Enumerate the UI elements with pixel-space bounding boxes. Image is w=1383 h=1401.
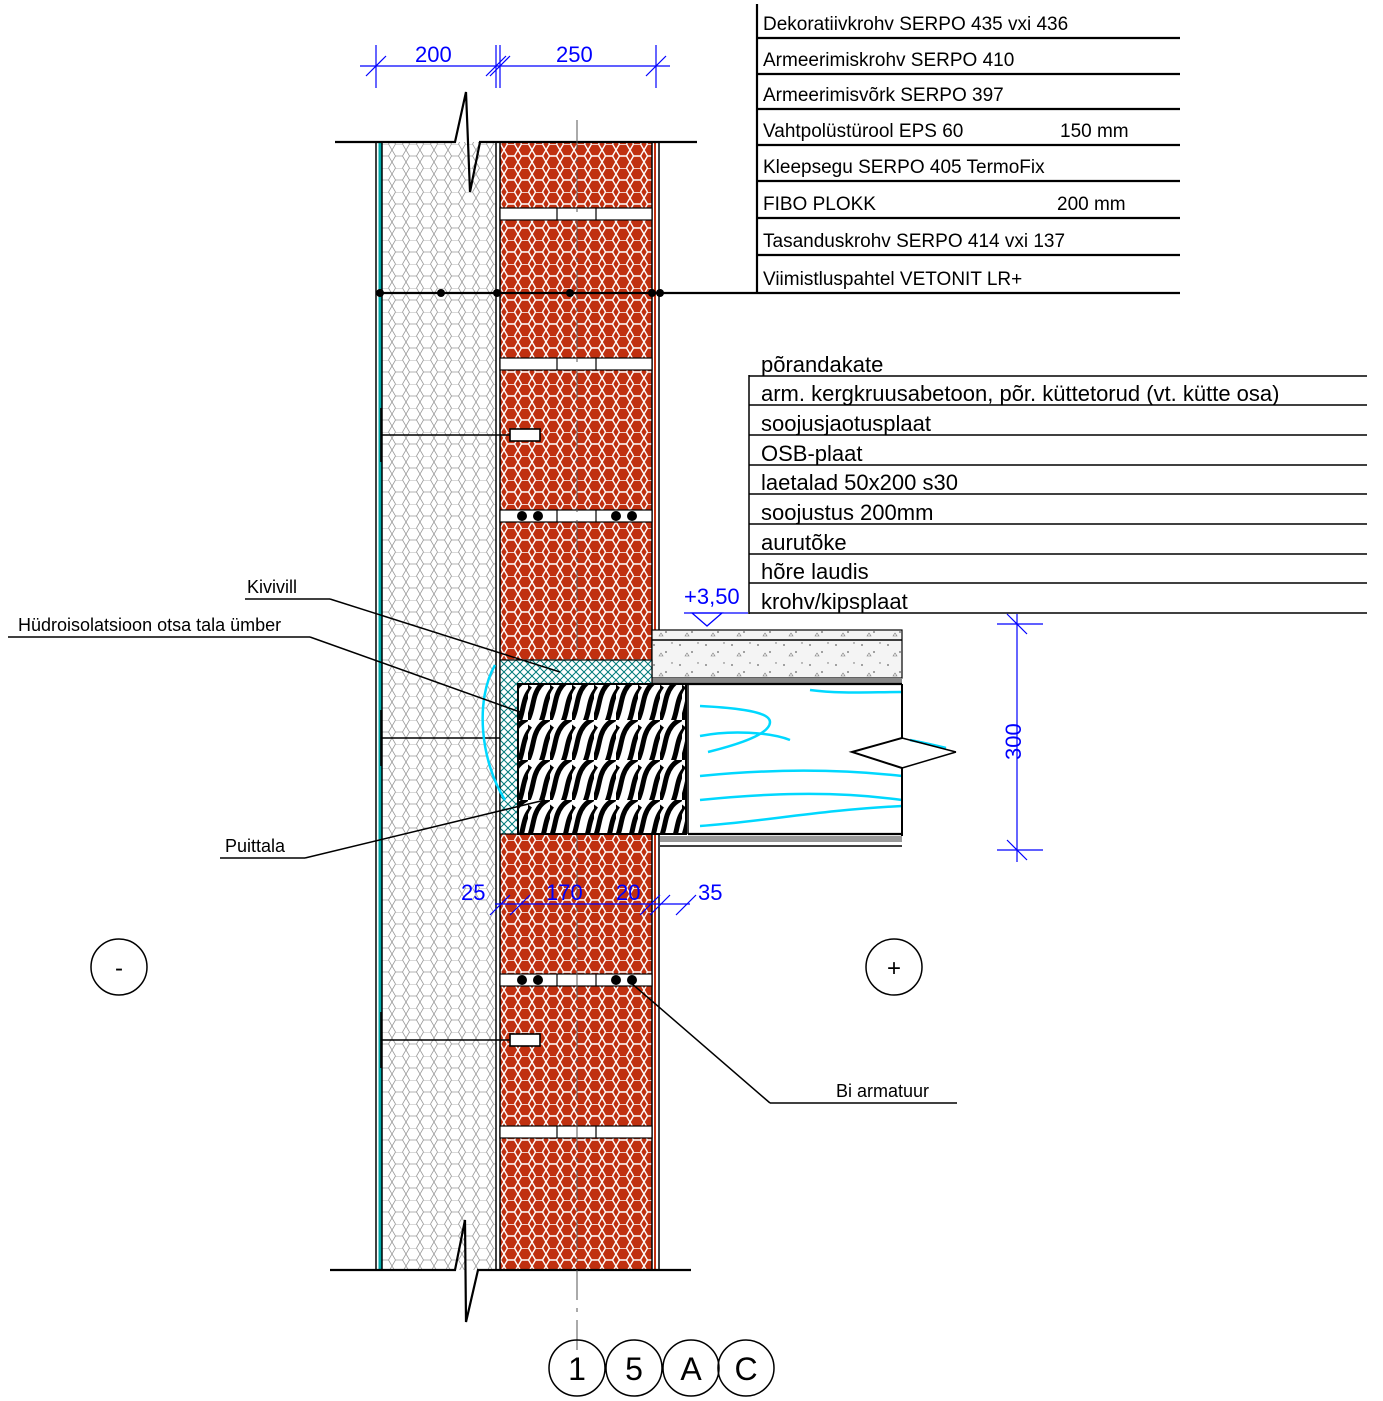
callout-hydroisolatsioon: Hüdroisolatsioon otsa tala ümber — [18, 615, 281, 635]
floor-layer-2: arm. kergkruusabetoon, põr. küttetorud (… — [761, 381, 1279, 406]
floor-layer-4: OSB-plaat — [761, 441, 863, 466]
break-line-bottom — [330, 1219, 691, 1323]
joint-ticks — [556, 208, 597, 1138]
floor-assembly — [481, 612, 957, 847]
dim-35: 35 — [698, 880, 722, 905]
axis-label-2: 5 — [625, 1351, 643, 1387]
osb-board — [652, 678, 902, 684]
callouts: Kivivill Hüdroisolatsioon otsa tala ümbe… — [8, 577, 957, 1104]
axis-bubble-1 — [548, 1339, 606, 1397]
axis-bubble-3 — [662, 1339, 720, 1397]
callout-kivivill: Kivivill — [247, 577, 297, 597]
dim-170: 170 — [546, 880, 583, 905]
axis-bubble-4 — [717, 1339, 775, 1397]
level-marker — [690, 612, 724, 627]
floor-layer-9: krohv/kipsplaat — [761, 589, 908, 614]
joist-break — [848, 684, 903, 836]
dimension-bottom: 25 170 20 35 — [461, 880, 722, 916]
bed-joint-reinforcement — [517, 511, 637, 985]
floor-layers-table: põrandakate arm. kergkruusabetoon, põr. … — [748, 352, 1367, 614]
axis-label-3: A — [680, 1351, 702, 1387]
level-label: +3,50 — [684, 584, 740, 609]
floor-layer-1: põrandakate — [761, 352, 883, 377]
callout-bi-armatuur: Bi armatuur — [836, 1081, 929, 1101]
outside-symbol: - — [115, 955, 123, 982]
spec-fibo-thickness: 200 mm — [1057, 194, 1126, 215]
outside-circle — [90, 938, 148, 996]
spec-layer-3: Armeerimisvõrk SERPO 397 — [763, 85, 1004, 106]
spec-layer-5: Kleepsegu SERPO 405 TermoFix — [763, 157, 1045, 178]
floor-layer-6: soojustus 200mm — [761, 500, 933, 525]
dim-20: 20 — [616, 880, 640, 905]
floor-layer-8: hõre laudis — [761, 559, 869, 584]
axis-label-4: C — [734, 1351, 757, 1387]
floor-layer-7: aurutõke — [761, 530, 847, 555]
dimension-top: 200 250 — [360, 42, 670, 88]
waterproofing-membrane — [481, 664, 507, 801]
dim-250: 250 — [556, 42, 593, 67]
joist-grain — [699, 688, 947, 828]
spec-eps-thickness: 150 mm — [1060, 121, 1129, 142]
dim-300: 300 — [1001, 723, 1026, 760]
inside-symbol: + — [887, 955, 901, 982]
axis-label-1: 1 — [568, 1351, 586, 1387]
dim-200: 200 — [415, 42, 452, 67]
floor-layer-3: soojusjaotusplaat — [761, 411, 931, 436]
ceiling-finish — [660, 836, 902, 842]
spec-layer-4: Vahtpolüstürool EPS 60 — [763, 121, 963, 142]
spec-layer-8: Viimistluspahtel VETONIT LR+ — [763, 269, 1022, 290]
floor-layer-5: laetalad 50x200 s30 — [761, 470, 958, 495]
spec-layer-2: Armeerimiskrohv SERPO 410 — [763, 50, 1014, 71]
spec-layer-6: FIBO PLOKK — [763, 194, 876, 215]
eps-insulation — [382, 142, 496, 1270]
spec-layer-1: Dekoratiivkrohv SERPO 435 vxi 436 — [763, 14, 1068, 35]
dimension-beam: 300 — [997, 613, 1043, 862]
spec-leader-dots — [376, 289, 664, 297]
inside-circle — [865, 938, 923, 996]
axis-bubble-2 — [605, 1339, 663, 1397]
break-line-top — [335, 91, 697, 193]
dim-25: 25 — [461, 880, 485, 905]
spec-layer-7: Tasanduskrohv SERPO 414 vxi 137 — [763, 231, 1065, 252]
spec-table: Dekoratiivkrohv SERPO 435 vxi 436 Armeer… — [376, 4, 1180, 297]
callout-puittala: Puittala — [225, 836, 286, 856]
axis-bubbles: 1 5 A C — [548, 1339, 775, 1397]
side-symbols: - + — [90, 938, 923, 996]
screed-layer — [651, 629, 903, 679]
joist-end — [517, 683, 687, 835]
